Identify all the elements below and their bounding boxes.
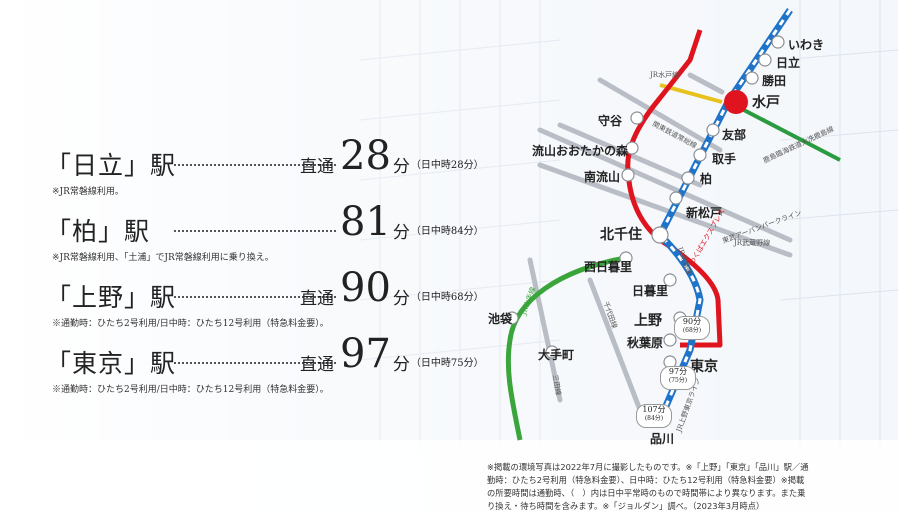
station-kashiwa: 柏 (700, 172, 713, 186)
station-tomobe: 友部 (722, 128, 747, 142)
station-dot-kita-senju (651, 226, 669, 244)
leader-dots (174, 286, 336, 298)
footnote: ※掲載の環境写真は2022年7月に撮影したものです。※「上野」「東京」「品川」駅… (487, 462, 809, 511)
destination-row-ueno: 「上野」駅 直通 90 分 （日中時68分） ※通勤時：ひたち2号利用/日中時：… (46, 266, 484, 332)
station-dot-nagareyama (625, 141, 639, 155)
station-dot-nishi-nippori (619, 251, 633, 265)
daytime-minutes: （日中時84分） (410, 226, 484, 237)
kashima-rinkai-line (739, 106, 841, 162)
station-nishi-nippori: 西日暮里 (584, 260, 633, 274)
station-dot-toride (693, 148, 707, 162)
route-note: ※通勤時：ひたち2号利用/日中時：ひたち12号利用（特急料金要）。 (52, 319, 329, 329)
station-dot-moriya (630, 111, 644, 125)
station-akihabara: 秋葉原 (627, 336, 664, 350)
leader-dots (174, 352, 336, 364)
yamanote-line (505, 255, 626, 441)
musashino-line (537, 162, 793, 258)
mita-line (527, 257, 563, 403)
badge-main: 90分 (682, 317, 702, 326)
minutes-unit: 分 (392, 289, 410, 309)
station-dot-shin-matsudo (669, 191, 683, 205)
destination-row-kashiwa: 「柏」駅 81 分 （日中時84分） ※JR常磐線利用、「土浦」でJR常磐線利用… (46, 200, 484, 266)
tsukuba-express-line (625, 29, 723, 348)
station-iwaki: いわき (788, 38, 825, 52)
destination-name: 「東京」駅 (46, 349, 177, 378)
travel-minutes: 81 (340, 199, 391, 245)
route-note: ※通勤時：ひたち2号利用/日中時：ひたち12号利用（特急料金要）。 (52, 385, 329, 395)
station-dot-otemachi (545, 345, 559, 359)
badge-main: 97分 (668, 367, 688, 376)
station-dot-tomobe (706, 123, 720, 137)
leader-dots (174, 220, 336, 232)
station-hitachi: 日立 (776, 56, 801, 70)
time-badge-ueno: 90分 (68分) (674, 316, 710, 340)
travel-minutes: 97 (340, 331, 391, 377)
tobu-urban-park-line (537, 127, 793, 243)
direct-label: 直通 (300, 157, 334, 177)
minutes-unit: 分 (392, 223, 410, 243)
time-badge-shinagawa: 107分 (84分) (636, 404, 672, 428)
station-dot-minami-nagareyama (621, 168, 635, 182)
badge-sub: (84分) (644, 415, 664, 422)
daytime-minutes: （日中時75分） (410, 358, 484, 369)
station-tokyo: 東京 (690, 359, 718, 375)
station-dot-akihabara (663, 333, 677, 347)
station-shinagawa: 品川 (650, 432, 675, 446)
station-toride: 取手 (712, 152, 737, 166)
line-label-mito: JR水戸線 (650, 71, 680, 79)
route-note: ※JR常磐線利用、「土浦」でJR常磐線利用に乗り換え。 (52, 253, 274, 263)
daytime-minutes: （日中時28分） (410, 160, 484, 171)
station-shin-matsudo: 新松戸 (686, 206, 723, 220)
station-moriya: 守谷 (598, 114, 623, 128)
hitachinaka-line (687, 72, 725, 95)
station-ueno: 上野 (634, 313, 662, 329)
badge-main: 107分 (642, 405, 666, 414)
station-dot-nippori (663, 273, 677, 287)
station-nagareyama-otakanomori: 流山おおたかの森 (532, 144, 629, 158)
kanto-railway-line (597, 77, 723, 153)
badge-sub: (75分) (668, 377, 688, 384)
station-minami-nagareyama: 南流山 (584, 170, 621, 184)
station-otemachi: 大手町 (538, 348, 575, 362)
station-dot-ikebukuro (505, 311, 519, 325)
line-label-musashino: JR武蔵野線 (734, 239, 771, 247)
badge-sub: (68分) (682, 327, 702, 334)
destination-row-tokyo: 「東京」駅 直通 97 分 （日中時75分） ※通勤時：ひたち2号利用/日中時：… (46, 332, 484, 398)
station-dot-iwaki (771, 35, 785, 49)
direct-label: 直通 (300, 289, 334, 309)
station-dot-mito (724, 90, 748, 114)
station-ikebukuro: 池袋 (488, 312, 513, 326)
daytime-minutes: （日中時68分） (410, 292, 484, 303)
route-note: ※JR常磐線利用。 (52, 187, 124, 197)
destination-name: 「上野」駅 (46, 283, 177, 312)
minutes-unit: 分 (392, 355, 410, 375)
minutes-unit: 分 (392, 157, 410, 177)
station-mito: 水戸 (752, 95, 780, 111)
station-dot-kashiwa (681, 171, 695, 185)
chiyoda-line (587, 277, 643, 413)
travel-minutes: 90 (340, 265, 391, 311)
station-dot-katsuta (745, 71, 759, 85)
leader-dots (174, 154, 336, 166)
destination-row-hitachi: 「日立」駅 直通 28 分 （日中時28分） ※JR常磐線利用。 (46, 134, 484, 200)
destination-name: 「日立」駅 (46, 151, 177, 180)
station-dot-hitachi (758, 53, 772, 67)
station-nippori: 日暮里 (632, 284, 669, 298)
destination-name: 「柏」駅 (46, 217, 151, 246)
station-kita-senju: 北千住 (600, 227, 642, 243)
travel-minutes: 28 (340, 133, 391, 179)
direct-label: 直通 (300, 355, 334, 375)
station-katsuta: 勝田 (762, 74, 787, 88)
time-badge-tokyo: 97分 (75分) (660, 366, 696, 390)
